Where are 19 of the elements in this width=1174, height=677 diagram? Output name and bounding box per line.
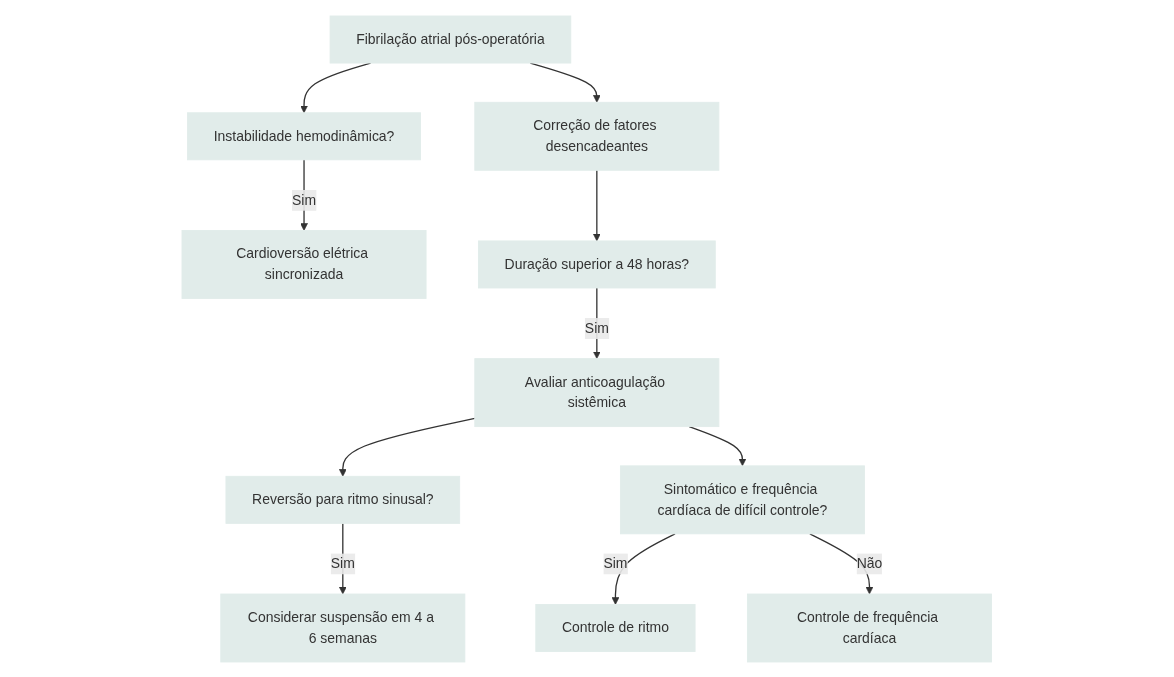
node-box: Controle de frequência cardíaca xyxy=(747,593,993,662)
node-box: Duração superior a 48 horas? xyxy=(478,239,716,288)
edge-label: Sim xyxy=(603,555,628,571)
arrow xyxy=(339,417,476,477)
arrow xyxy=(688,425,747,466)
node-box: Sintomático e frequência cardíaca de difícil controle? xyxy=(620,464,866,534)
node-box: Instabilidade hemodinâmica? xyxy=(187,111,422,160)
node-box: Correção de fatores desencadeantes xyxy=(474,101,720,171)
arrow xyxy=(593,169,601,241)
node-box: Considerar suspensão em 4 a 6 semanas xyxy=(220,593,466,662)
node-box: Controle de ritmo xyxy=(535,603,696,652)
edge-label: Sim xyxy=(331,555,356,571)
node-box: Fibrilação atrial pós-operatória xyxy=(329,15,572,63)
edge-label: Sim xyxy=(292,192,317,207)
node-box: Cardioversão elétrica sincronizada xyxy=(181,229,427,299)
node-box: Avaliar anticoagulação sistêmica xyxy=(474,357,720,427)
edge-label: Sim xyxy=(585,320,610,335)
node-box: Reversão para ritmo sinusal? xyxy=(225,475,461,524)
edge-label: Não xyxy=(856,555,883,571)
